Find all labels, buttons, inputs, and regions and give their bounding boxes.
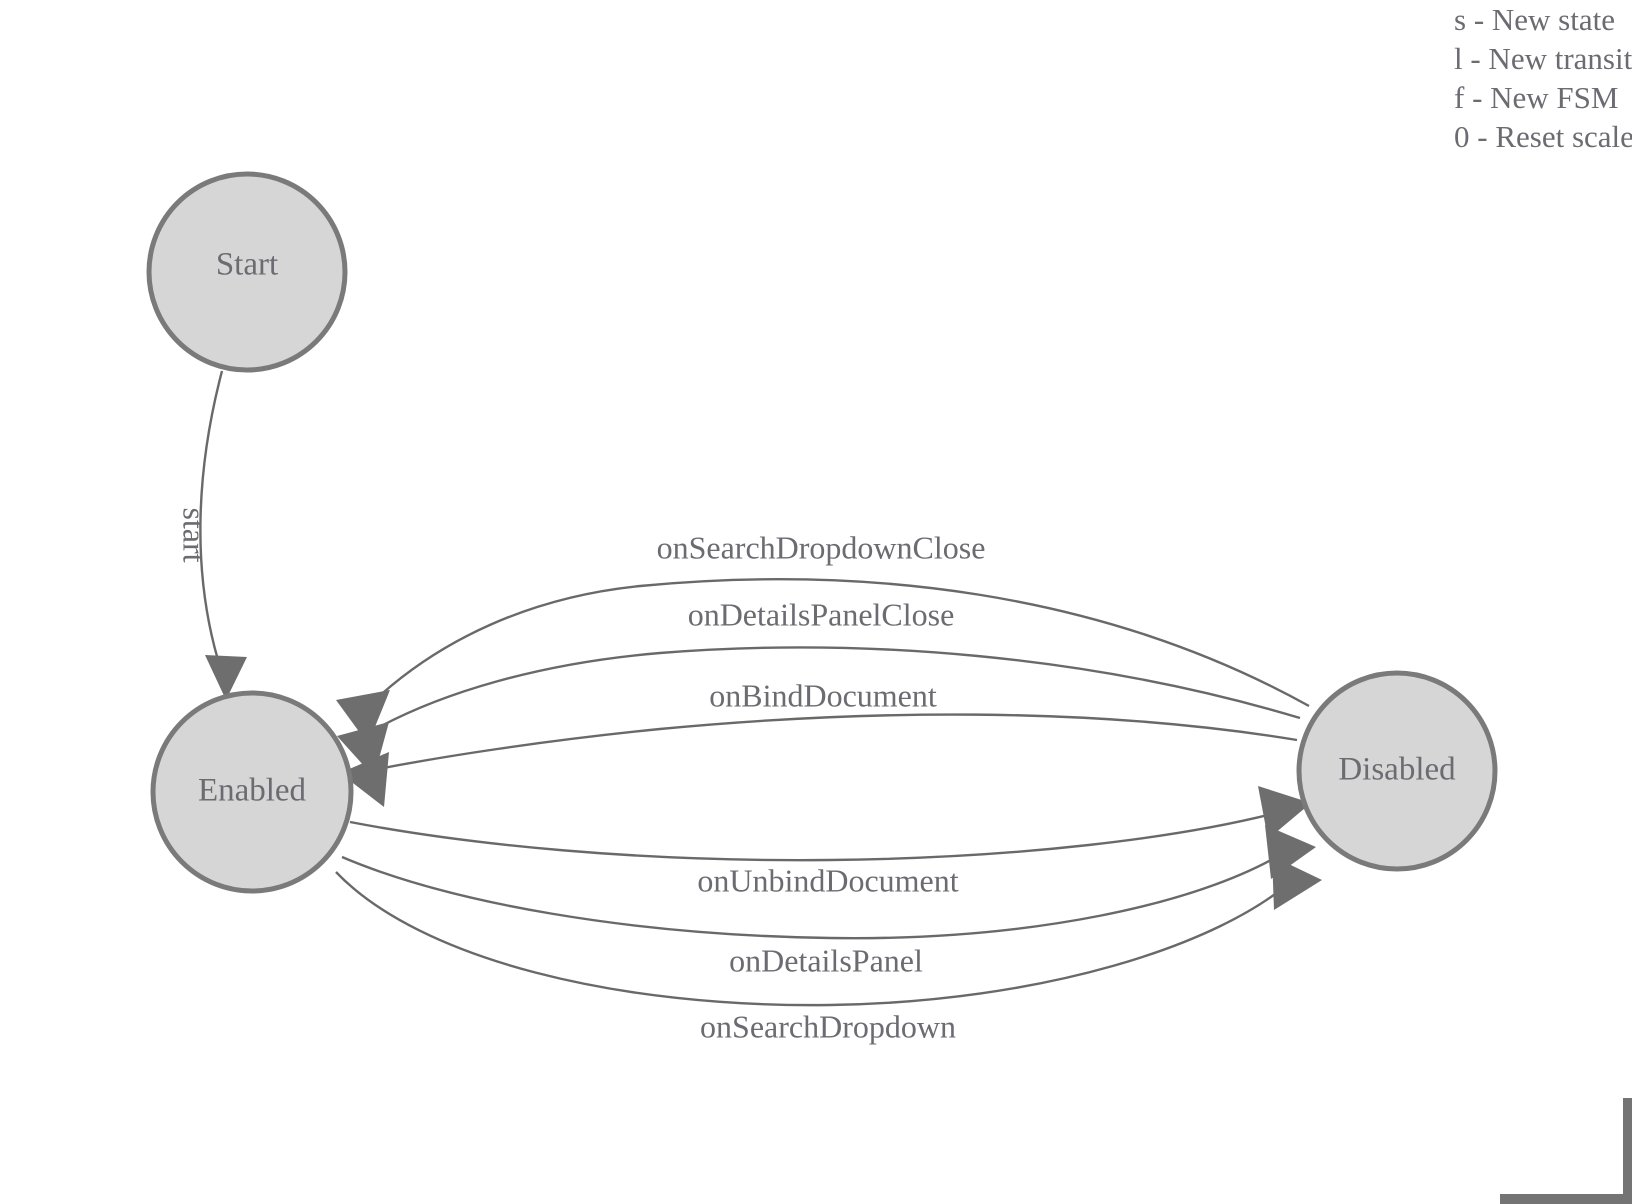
state-node-disabled[interactable]: Disabled — [1296, 670, 1498, 872]
edge-on-search-dropdown-label: onSearchDropdown — [700, 1008, 956, 1044]
legend-line-new-state: s - New state — [1454, 2, 1615, 37]
state-node-disabled-label: Disabled — [1338, 752, 1456, 788]
edge-on-search-dropdown-close-path — [374, 578, 1310, 708]
edge-on-search-dropdown[interactable]: onSearchDropdown — [335, 856, 1322, 1044]
edge-start-arrowhead — [205, 655, 247, 700]
edge-on-bind-document-path — [377, 713, 1298, 771]
edge-on-search-dropdown-close[interactable]: onSearchDropdownClose — [336, 529, 1310, 744]
legend-line-new-transition: l - New transition — [1454, 41, 1632, 76]
state-node-disabled-shape — [1296, 670, 1498, 872]
edge-on-unbind-document[interactable]: onUnbindDocument — [349, 786, 1311, 898]
edge-on-bind-document[interactable]: onBindDocument — [340, 677, 1298, 807]
edge-on-bind-document-arrowhead — [340, 752, 389, 807]
edge-on-bind-document-label: onBindDocument — [709, 677, 937, 713]
vertical-scrollbar-thumb[interactable] — [1623, 1098, 1632, 1194]
state-node-enabled-shape — [150, 690, 354, 894]
legend-line-new-fsm: f - New FSM — [1454, 80, 1619, 115]
state-node-start-shape — [146, 171, 348, 373]
horizontal-scrollbar-thumb[interactable] — [1500, 1194, 1632, 1204]
edge-start[interactable]: start — [177, 370, 247, 700]
edge-on-search-dropdown-close-arrowhead — [336, 690, 390, 744]
edge-on-unbind-document-arrowhead — [1258, 786, 1311, 839]
state-node-start-label: Start — [216, 247, 278, 283]
legend-line-reset-scale: 0 - Reset scale — [1454, 119, 1632, 154]
shortcut-legend: s - New state l - New transition f - New… — [1426, 0, 1632, 156]
edge-on-details-panel[interactable]: onDetailsPanel — [341, 825, 1316, 978]
edge-on-search-dropdown-path — [335, 871, 1296, 1007]
edge-on-details-panel-close[interactable]: onDetailsPanelClose — [337, 596, 1301, 777]
edge-on-search-dropdown-close-label: onSearchDropdownClose — [657, 529, 986, 565]
edge-on-unbind-document-label: onUnbindDocument — [697, 862, 958, 898]
edge-on-unbind-document-path — [349, 810, 1281, 862]
edge-on-details-panel-path — [341, 850, 1286, 940]
state-node-start[interactable]: Start — [146, 171, 348, 373]
edge-on-details-panel-close-path — [371, 646, 1301, 733]
edge-start-path — [199, 370, 224, 661]
state-node-enabled-label: Enabled — [198, 773, 307, 809]
edge-on-search-dropdown-arrowhead — [1272, 856, 1322, 910]
edge-on-details-panel-close-label: onDetailsPanelClose — [688, 596, 955, 632]
edge-on-details-panel-label: onDetailsPanel — [729, 942, 923, 978]
edge-start-label: start — [177, 507, 213, 562]
state-node-enabled[interactable]: Enabled — [150, 690, 354, 894]
